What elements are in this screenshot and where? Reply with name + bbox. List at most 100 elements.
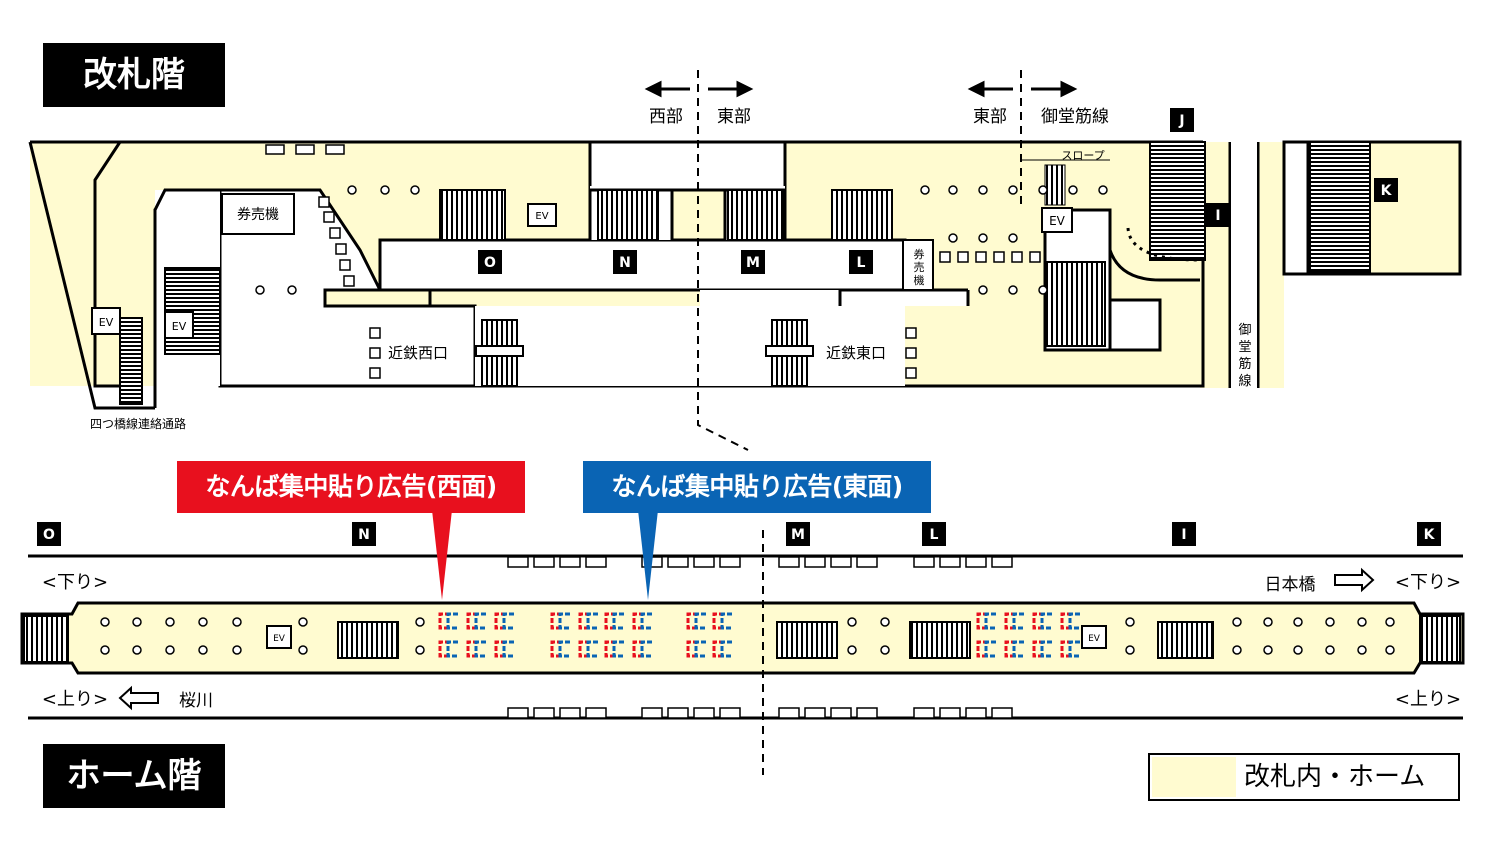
exit-badge-J: J xyxy=(1170,108,1194,132)
yotsubashi-corridor-label: 四つ橋線連絡通路 xyxy=(90,416,186,431)
exit-label: K xyxy=(1424,527,1436,543)
platform-door xyxy=(667,556,689,568)
platform-door xyxy=(533,707,555,719)
pillar xyxy=(198,617,208,627)
platform-door xyxy=(991,707,1013,719)
pillar xyxy=(1125,617,1135,627)
exit-badge-K: K xyxy=(1374,178,1398,202)
platform-door xyxy=(830,556,852,568)
platform-door xyxy=(719,707,741,719)
ad-east-label[interactable]: なんば集中貼り広告(東面) xyxy=(583,461,931,513)
ad-poster-marker xyxy=(686,612,698,630)
ad-poster-marker xyxy=(502,612,514,630)
ad-poster-marker xyxy=(438,640,450,658)
ad-poster-marker xyxy=(494,612,506,630)
exit-badge-I: I xyxy=(1206,203,1230,227)
dir-east-label-2: 東部 xyxy=(973,107,1007,127)
ad-poster-marker xyxy=(474,640,486,658)
ad-poster-marker xyxy=(550,612,562,630)
ad-poster-marker xyxy=(1060,640,1072,658)
slope-label: スロープ xyxy=(1061,149,1104,162)
ad-poster-marker xyxy=(640,640,652,658)
ad-poster-marker xyxy=(1004,640,1016,658)
ad-poster-marker xyxy=(502,640,514,658)
ad-poster-marker xyxy=(712,612,724,630)
legend-swatch xyxy=(1152,757,1236,797)
ad-poster-marker xyxy=(984,640,996,658)
ad-poster-marker xyxy=(1004,612,1016,630)
up-track-left-label: <上り> xyxy=(42,689,108,710)
exit-badge-L: L xyxy=(922,522,946,546)
ad-poster-marker xyxy=(578,612,590,630)
platform-door xyxy=(533,556,555,568)
exit-label: N xyxy=(619,255,631,271)
ad-poster-marker xyxy=(604,612,616,630)
platform-plan xyxy=(20,530,1465,775)
pillar xyxy=(415,645,425,655)
ad-poster-marker xyxy=(446,612,458,630)
exit-label: L xyxy=(857,255,866,271)
pillar xyxy=(232,645,242,655)
pillar xyxy=(132,645,142,655)
exit-badge-I: I xyxy=(1172,522,1196,546)
ad-poster-marker xyxy=(640,612,652,630)
ad-poster-marker xyxy=(586,612,598,630)
ad-west-label[interactable]: なんば集中貼り広告(西面) xyxy=(177,461,525,513)
exit-badge-M: M xyxy=(786,522,810,546)
platform-door xyxy=(507,556,529,568)
exit-badge-N: N xyxy=(352,522,376,546)
exit-badge-N: N xyxy=(613,250,637,274)
pillar xyxy=(1357,617,1367,627)
exit-label: M xyxy=(746,255,760,271)
ad-poster-marker xyxy=(720,612,732,630)
ad-poster-marker xyxy=(1012,612,1024,630)
pillar xyxy=(1125,645,1135,655)
ev-label: EV xyxy=(99,316,114,329)
pillar xyxy=(100,617,110,627)
ev-label: EV xyxy=(172,320,187,333)
midosuji-vertical-label: 御堂筋線 xyxy=(1238,323,1251,389)
exit-label: O xyxy=(484,255,496,271)
pillar xyxy=(880,645,890,655)
exit-label: M xyxy=(791,527,805,543)
ad-poster-marker xyxy=(1068,640,1080,658)
concourse-plan xyxy=(28,70,1462,451)
exit-badge-O: O xyxy=(478,250,502,274)
platform-door xyxy=(559,707,581,719)
ad-poster-marker xyxy=(586,640,598,658)
ad-poster-marker xyxy=(694,640,706,658)
ev-label: EV xyxy=(1088,634,1101,644)
ad-poster-marker xyxy=(558,640,570,658)
ev-label: EV xyxy=(535,211,548,222)
ad-poster-marker xyxy=(632,640,644,658)
dir-west-label: 西部 xyxy=(649,107,683,127)
platform-door xyxy=(856,556,878,568)
platform-door xyxy=(693,707,715,719)
pillar xyxy=(165,645,175,655)
ad-poster-marker xyxy=(612,612,624,630)
platform-door xyxy=(585,556,607,568)
ad-poster-marker xyxy=(446,640,458,658)
pillar xyxy=(298,617,308,627)
ad-poster-marker xyxy=(612,640,624,658)
pillar xyxy=(1325,617,1335,627)
platform-door xyxy=(804,556,826,568)
ad-west-pointer xyxy=(432,510,452,600)
ad-east-pointer xyxy=(638,510,658,600)
platform-door xyxy=(559,556,581,568)
platform-door xyxy=(778,707,800,719)
ad-poster-marker xyxy=(466,612,478,630)
ad-poster-marker xyxy=(1012,640,1024,658)
ad-poster-marker xyxy=(694,612,706,630)
pillar xyxy=(198,645,208,655)
ad-poster-marker xyxy=(1040,640,1052,658)
pillar xyxy=(298,645,308,655)
platform-door xyxy=(856,707,878,719)
ad-poster-marker xyxy=(1060,612,1072,630)
pillar xyxy=(1232,645,1242,655)
platform-door xyxy=(693,556,715,568)
ad-poster-marker xyxy=(494,640,506,658)
pillar xyxy=(1325,645,1335,655)
platform-door xyxy=(719,556,741,568)
ad-poster-marker xyxy=(712,640,724,658)
